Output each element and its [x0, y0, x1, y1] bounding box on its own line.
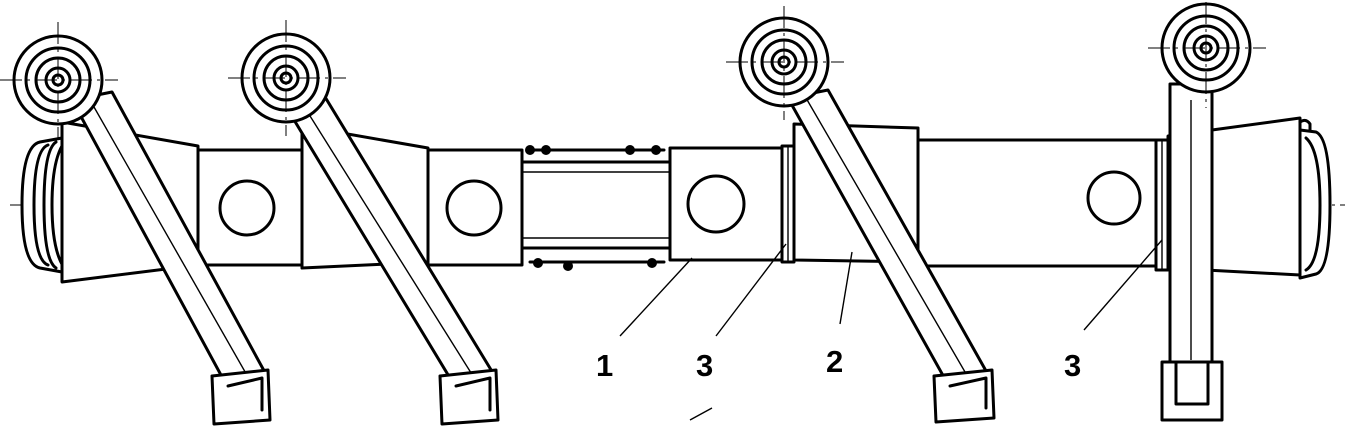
shaft-right-section [916, 138, 1160, 268]
rocker-arm-3 [726, 6, 996, 424]
rocker-arm-4 [1148, 2, 1266, 422]
spacer-2 [426, 148, 524, 267]
callout-label-2: 2 [826, 344, 843, 379]
rocker-arm-1 [0, 22, 272, 426]
rocker-arm-2 [228, 20, 500, 426]
callout-label-1: 1 [596, 348, 613, 383]
spacer-1 [196, 148, 304, 267]
callout-label-3a: 3 [696, 348, 713, 383]
washer-3b [1154, 138, 1170, 272]
shaft-middle-section [520, 145, 672, 271]
leader-lines [619, 239, 1163, 421]
washer-3a [780, 144, 796, 264]
rivet-dots [525, 145, 661, 271]
spacer-3-part-1 [668, 146, 784, 262]
callout-label-3b: 3 [1064, 348, 1081, 383]
left-end-cap [20, 134, 72, 276]
